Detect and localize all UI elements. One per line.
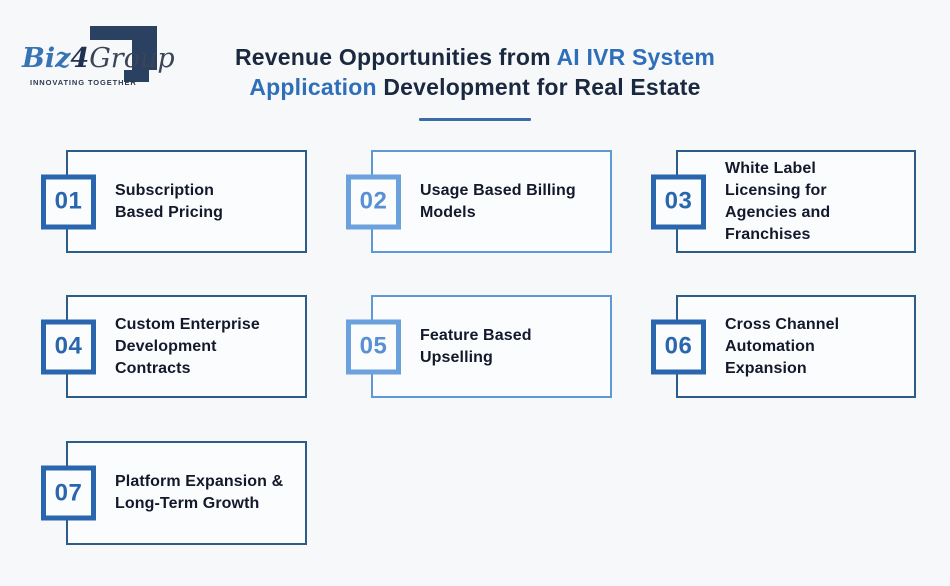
title-segment-4: Development for Real Estate: [376, 74, 701, 100]
page-title: Revenue Opportunities from AI IVR System…: [200, 42, 750, 102]
card-label: Subscription Based Pricing: [115, 181, 224, 221]
title-segment-2-highlight: AI IVR System: [556, 44, 716, 70]
card-number-badge: 03: [651, 174, 706, 229]
card-label: Feature Based Upselling: [420, 326, 532, 366]
card-number-badge: 07: [41, 465, 96, 521]
logo-bracket-icon: [90, 26, 157, 82]
logo-word-four: 4: [70, 43, 90, 74]
logo-word-group: Group: [89, 43, 175, 74]
title-segment-3-highlight: Application: [249, 74, 377, 100]
card-number-badge: 01: [41, 174, 96, 229]
title-segment-1: Revenue Opportunities from: [234, 44, 557, 70]
card-number-badge: 05: [346, 319, 401, 374]
card-number-badge: 02: [346, 174, 401, 229]
card-white-label-licensing: 03 White Label Licensing for Agencies an…: [651, 150, 916, 253]
card-label: White Label Licensing for Agencies and F…: [725, 159, 831, 243]
card-subscription-based-pricing: 01 Subscription Based Pricing: [41, 150, 307, 253]
card-feature-based-upselling: 05 Feature Based Upselling: [346, 295, 612, 398]
card-custom-enterprise-development: 04 Custom Enterprise Development Contrac…: [41, 295, 307, 398]
card-label: Cross Channel Automation Expansion: [725, 315, 840, 377]
card-number-badge: 04: [41, 319, 96, 374]
logo-tagline: INNOVATING TOGETHER: [30, 78, 137, 87]
card-label: Platform Expansion & Long-Term Growth: [115, 473, 284, 512]
card-number-badge: 06: [651, 319, 706, 374]
card-usage-based-billing-models: 02 Usage Based Billing Models: [346, 150, 612, 253]
biz4group-logo: Biz4Group INNOVATING TOGETHER: [20, 12, 175, 104]
card-cross-channel-automation: 06 Cross Channel Automation Expansion: [651, 295, 916, 398]
logo-word-biz: Biz: [22, 43, 71, 74]
card-platform-expansion-growth: 07 Platform Expansion & Long-Term Growth: [41, 441, 307, 545]
card-label: Usage Based Billing Models: [420, 181, 576, 221]
title-underline: [419, 118, 531, 121]
logo-wordmark: Biz4Group: [22, 42, 175, 76]
card-label: Custom Enterprise Development Contracts: [115, 315, 260, 377]
